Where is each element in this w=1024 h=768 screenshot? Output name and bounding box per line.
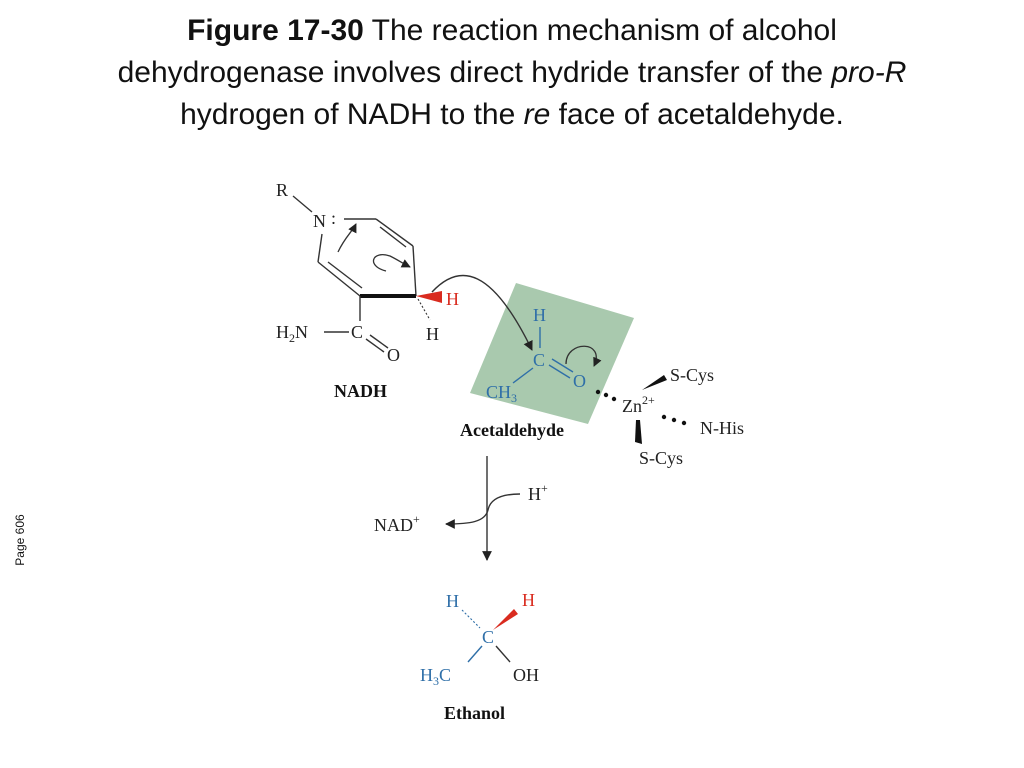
- proton-label: H+: [528, 481, 548, 504]
- nadh-n-lone-pair: :: [331, 208, 336, 228]
- ethanol-c-label: C: [482, 627, 494, 647]
- caption-pro-r: pro-R: [831, 56, 907, 89]
- nadh-amide-oxygen: O: [387, 345, 400, 365]
- pro-r-hydride-wedge: [416, 291, 442, 303]
- ethanol-h-wedge: [493, 609, 518, 630]
- nadh-pro-r-hydrogen: H: [446, 289, 459, 309]
- ethanol-oh-label: OH: [513, 665, 539, 685]
- acetaldehyde-c-label: C: [533, 350, 545, 370]
- figure-label: Figure 17-30: [187, 14, 364, 47]
- nadh-amide-carbon: C: [351, 322, 363, 342]
- nadh-structure: R N : H H H2N C O NADH: [276, 180, 459, 401]
- ethanol-structure: H H C H3C OH Ethanol: [420, 590, 539, 723]
- acetaldehyde-h-label: H: [533, 305, 546, 325]
- zinc-ion-label: Zn2+: [622, 393, 655, 416]
- ethanol-h3c-label: H3C: [420, 665, 451, 688]
- hydride-transfer-arrow: [431, 274, 533, 351]
- nadh-amide-nh2: H2N: [276, 322, 308, 345]
- acetaldehyde-structure: H C O CH3 Acetaldehyde: [460, 305, 602, 440]
- zinc-ligand-scys-top: S-Cys: [670, 365, 714, 385]
- re-face-highlight: [470, 283, 634, 424]
- nadh-name-label: NADH: [334, 381, 387, 401]
- nadh-n-label: N: [313, 211, 326, 231]
- caption-text-3: face of acetaldehyde.: [558, 98, 844, 131]
- nadh-r-label: R: [276, 180, 288, 200]
- figure-caption: Figure 17-30 The reaction mechanism of a…: [90, 10, 934, 136]
- zinc-binding-site: Zn2+ S-Cys N-His S-Cys: [595, 365, 744, 468]
- reaction-arrow-group: H+ NAD+: [374, 456, 548, 561]
- zinc-ligand-nhis: N-His: [700, 418, 744, 438]
- caption-text-1: The reaction mechanism of alcohol dehydr…: [117, 14, 837, 89]
- acetaldehyde-ch3-label: CH3: [486, 382, 517, 405]
- nadh-pro-s-hydrogen: H: [426, 324, 439, 344]
- ethanol-name-label: Ethanol: [444, 703, 505, 723]
- nad-plus-label: NAD+: [374, 512, 420, 535]
- caption-re: re: [523, 98, 551, 131]
- zinc-ligand-scys-bottom: S-Cys: [639, 448, 683, 468]
- caption-text-2: hydrogen of NADH to the: [180, 98, 516, 131]
- acetaldehyde-name-label: Acetaldehyde: [460, 420, 564, 440]
- ethanol-h-red: H: [522, 590, 535, 610]
- ethanol-h-blue: H: [446, 591, 459, 611]
- acetaldehyde-o-label: O: [573, 371, 586, 391]
